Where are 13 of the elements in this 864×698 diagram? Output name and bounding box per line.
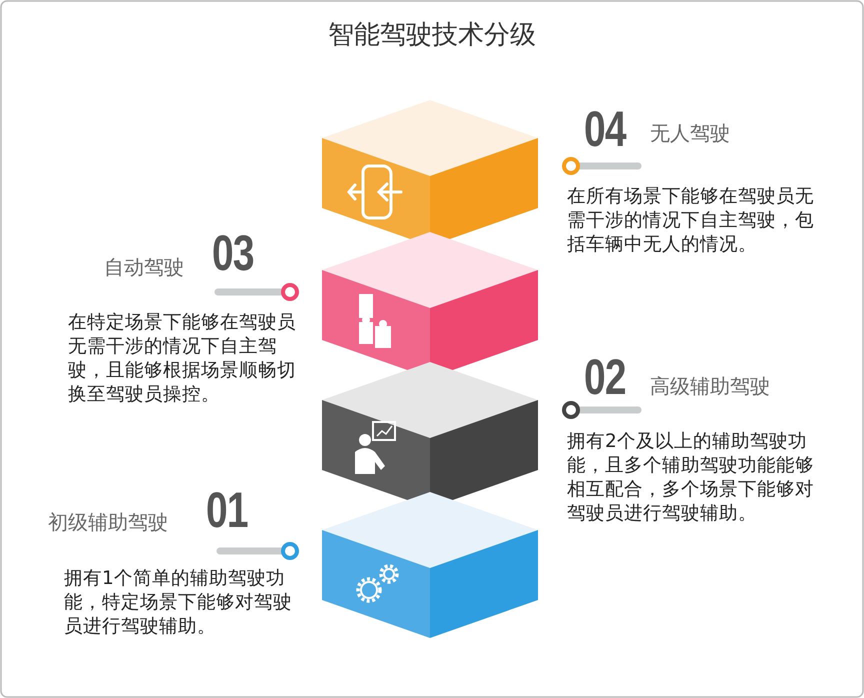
level-number: 02 (584, 352, 626, 402)
level-name: 初级辅助驾驶 (48, 509, 168, 535)
level-number: 03 (212, 228, 254, 278)
level-description: 在所有场景下能够在驾驶员无需干涉的情况下自主驾驶，包括车辆中无人的情况。 (567, 185, 815, 257)
level-description: 拥有2个及以上的辅助驾驶功能，且多个辅助驾驶功能能够相互配合，多个场景下能够对驾驶员进行驾驶辅助。 (567, 430, 815, 526)
title: 智能驾驶技术分级 (327, 19, 537, 52)
level-name: 无人驾驶 (650, 120, 730, 146)
level-number: 04 (584, 104, 626, 154)
level-description: 拥有1个简单的辅助驾驶功能，特定场景下能够对驾驶员进行驾驶辅助。 (64, 567, 293, 639)
level-name: 高级辅助驾驶 (650, 373, 770, 399)
level-number: 01 (206, 485, 248, 535)
level-description: 在特定场景下能够在驾驶员无需干涉的情况下自主驾驶，且能够根据场景顺畅切换至驾驶员操控。 (68, 311, 297, 407)
level-name: 自动驾驶 (104, 254, 184, 280)
